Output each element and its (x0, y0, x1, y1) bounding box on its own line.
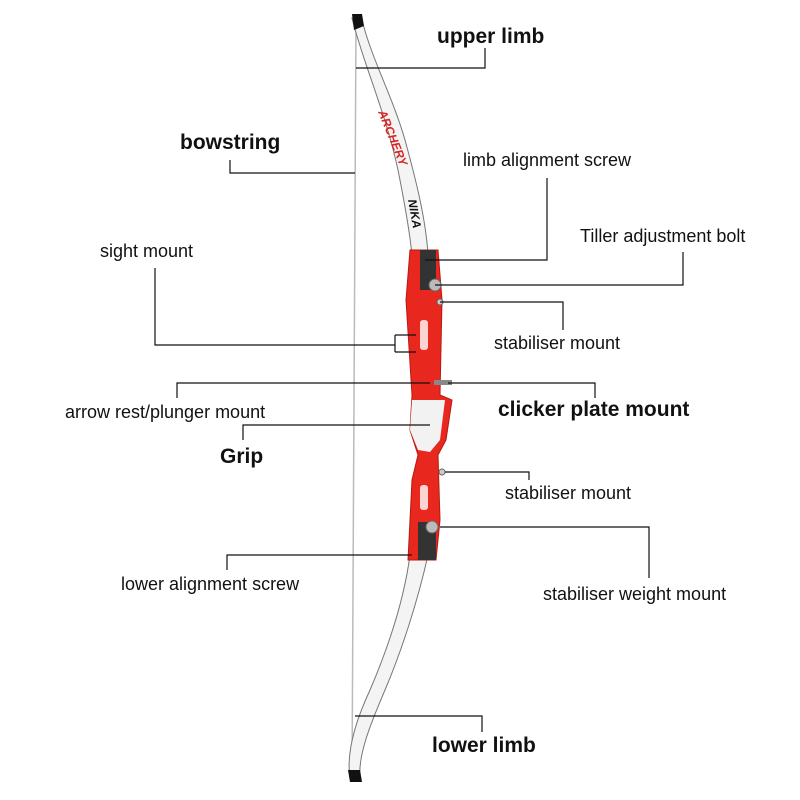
label-limb-alignment-screw: limb alignment screw (463, 150, 632, 170)
label-lower-limb: lower limb (432, 734, 536, 757)
label-stabiliser-mount-upper: stabiliser mount (494, 333, 621, 353)
leader-lines (154, 48, 684, 732)
weight-bushing (425, 520, 439, 534)
riser-cutout-lower (420, 485, 428, 510)
label-bowstring: bowstring (180, 131, 281, 154)
riser-cutout-upper (420, 320, 428, 350)
label-upper-limb: upper limb (437, 25, 545, 48)
clicker-plate (434, 380, 452, 385)
upper-limb-tip (352, 14, 364, 30)
stabiliser-bushing-lower (438, 468, 446, 476)
label-arrow-rest: arrow rest/plunger mount (65, 402, 266, 422)
logo-nika: NIKA (405, 198, 424, 229)
label-clicker-plate-mount: clicker plate mount (498, 398, 690, 421)
label-lower-alignment-screw: lower alignment screw (121, 574, 300, 594)
label-tiller-adjustment-bolt: Tiller adjustment bolt (580, 226, 746, 246)
bowstring-line (351, 21, 357, 779)
lower-limb-tip (348, 770, 362, 782)
lower-limb-shape (348, 554, 429, 779)
grip-shape (410, 400, 445, 452)
label-grip: Grip (220, 445, 264, 468)
label-stabiliser-weight-mount: stabiliser weight mount (543, 584, 727, 604)
label-sight-mount: sight mount (100, 241, 194, 261)
label-stabiliser-mount-lower: stabiliser mount (505, 483, 632, 503)
